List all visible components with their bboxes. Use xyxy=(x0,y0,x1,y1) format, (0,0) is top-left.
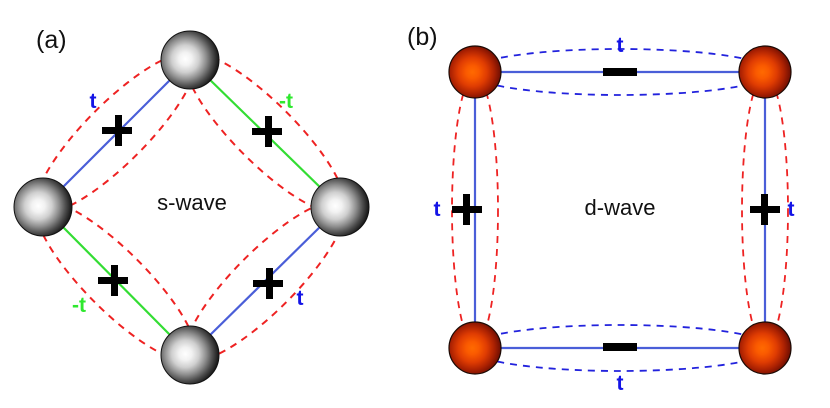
panel-a-wave-label: s-wave xyxy=(157,190,227,215)
panel-a-signs xyxy=(98,115,283,299)
panel-a-sites xyxy=(13,30,370,385)
panel-b-sites xyxy=(448,45,792,375)
sign-plus-right xyxy=(750,194,780,225)
sign-minus-bottom xyxy=(603,343,637,351)
hop-label-bottom-right: t xyxy=(297,287,304,310)
panel-b-signs xyxy=(452,68,780,351)
sign-plus-bottom-right xyxy=(253,268,283,299)
sign-plus-left xyxy=(452,194,482,225)
sign-minus-top xyxy=(603,68,637,76)
hop-label-top: t xyxy=(617,34,624,57)
hop-label-top-left: t xyxy=(90,90,97,113)
site-right xyxy=(310,177,370,237)
hop-label-right: t xyxy=(788,198,795,221)
site-top xyxy=(160,30,220,90)
hop-label-bottom-left: -t xyxy=(72,294,86,317)
site-bottom-right xyxy=(738,321,792,375)
sign-plus-top-left xyxy=(102,115,132,146)
panel-b: (b) d-wave t t t t xyxy=(407,23,795,395)
hop-label-top-right: -t xyxy=(279,90,293,113)
hop-label-left: t xyxy=(434,198,441,221)
sign-plus-bottom-left xyxy=(98,265,128,296)
panel-b-wave-label: d-wave xyxy=(585,195,656,220)
hop-label-bottom: t xyxy=(617,372,624,395)
panel-b-label: (b) xyxy=(407,23,438,51)
sign-plus-top-right xyxy=(252,116,282,147)
site-top-left xyxy=(448,45,502,99)
panel-a: (a) s-wave t -t -t t xyxy=(13,26,370,385)
panel-a-label: (a) xyxy=(36,26,67,54)
site-bottom xyxy=(160,325,220,385)
site-bottom-left xyxy=(448,321,502,375)
site-left xyxy=(13,177,73,237)
site-top-right xyxy=(738,45,792,99)
